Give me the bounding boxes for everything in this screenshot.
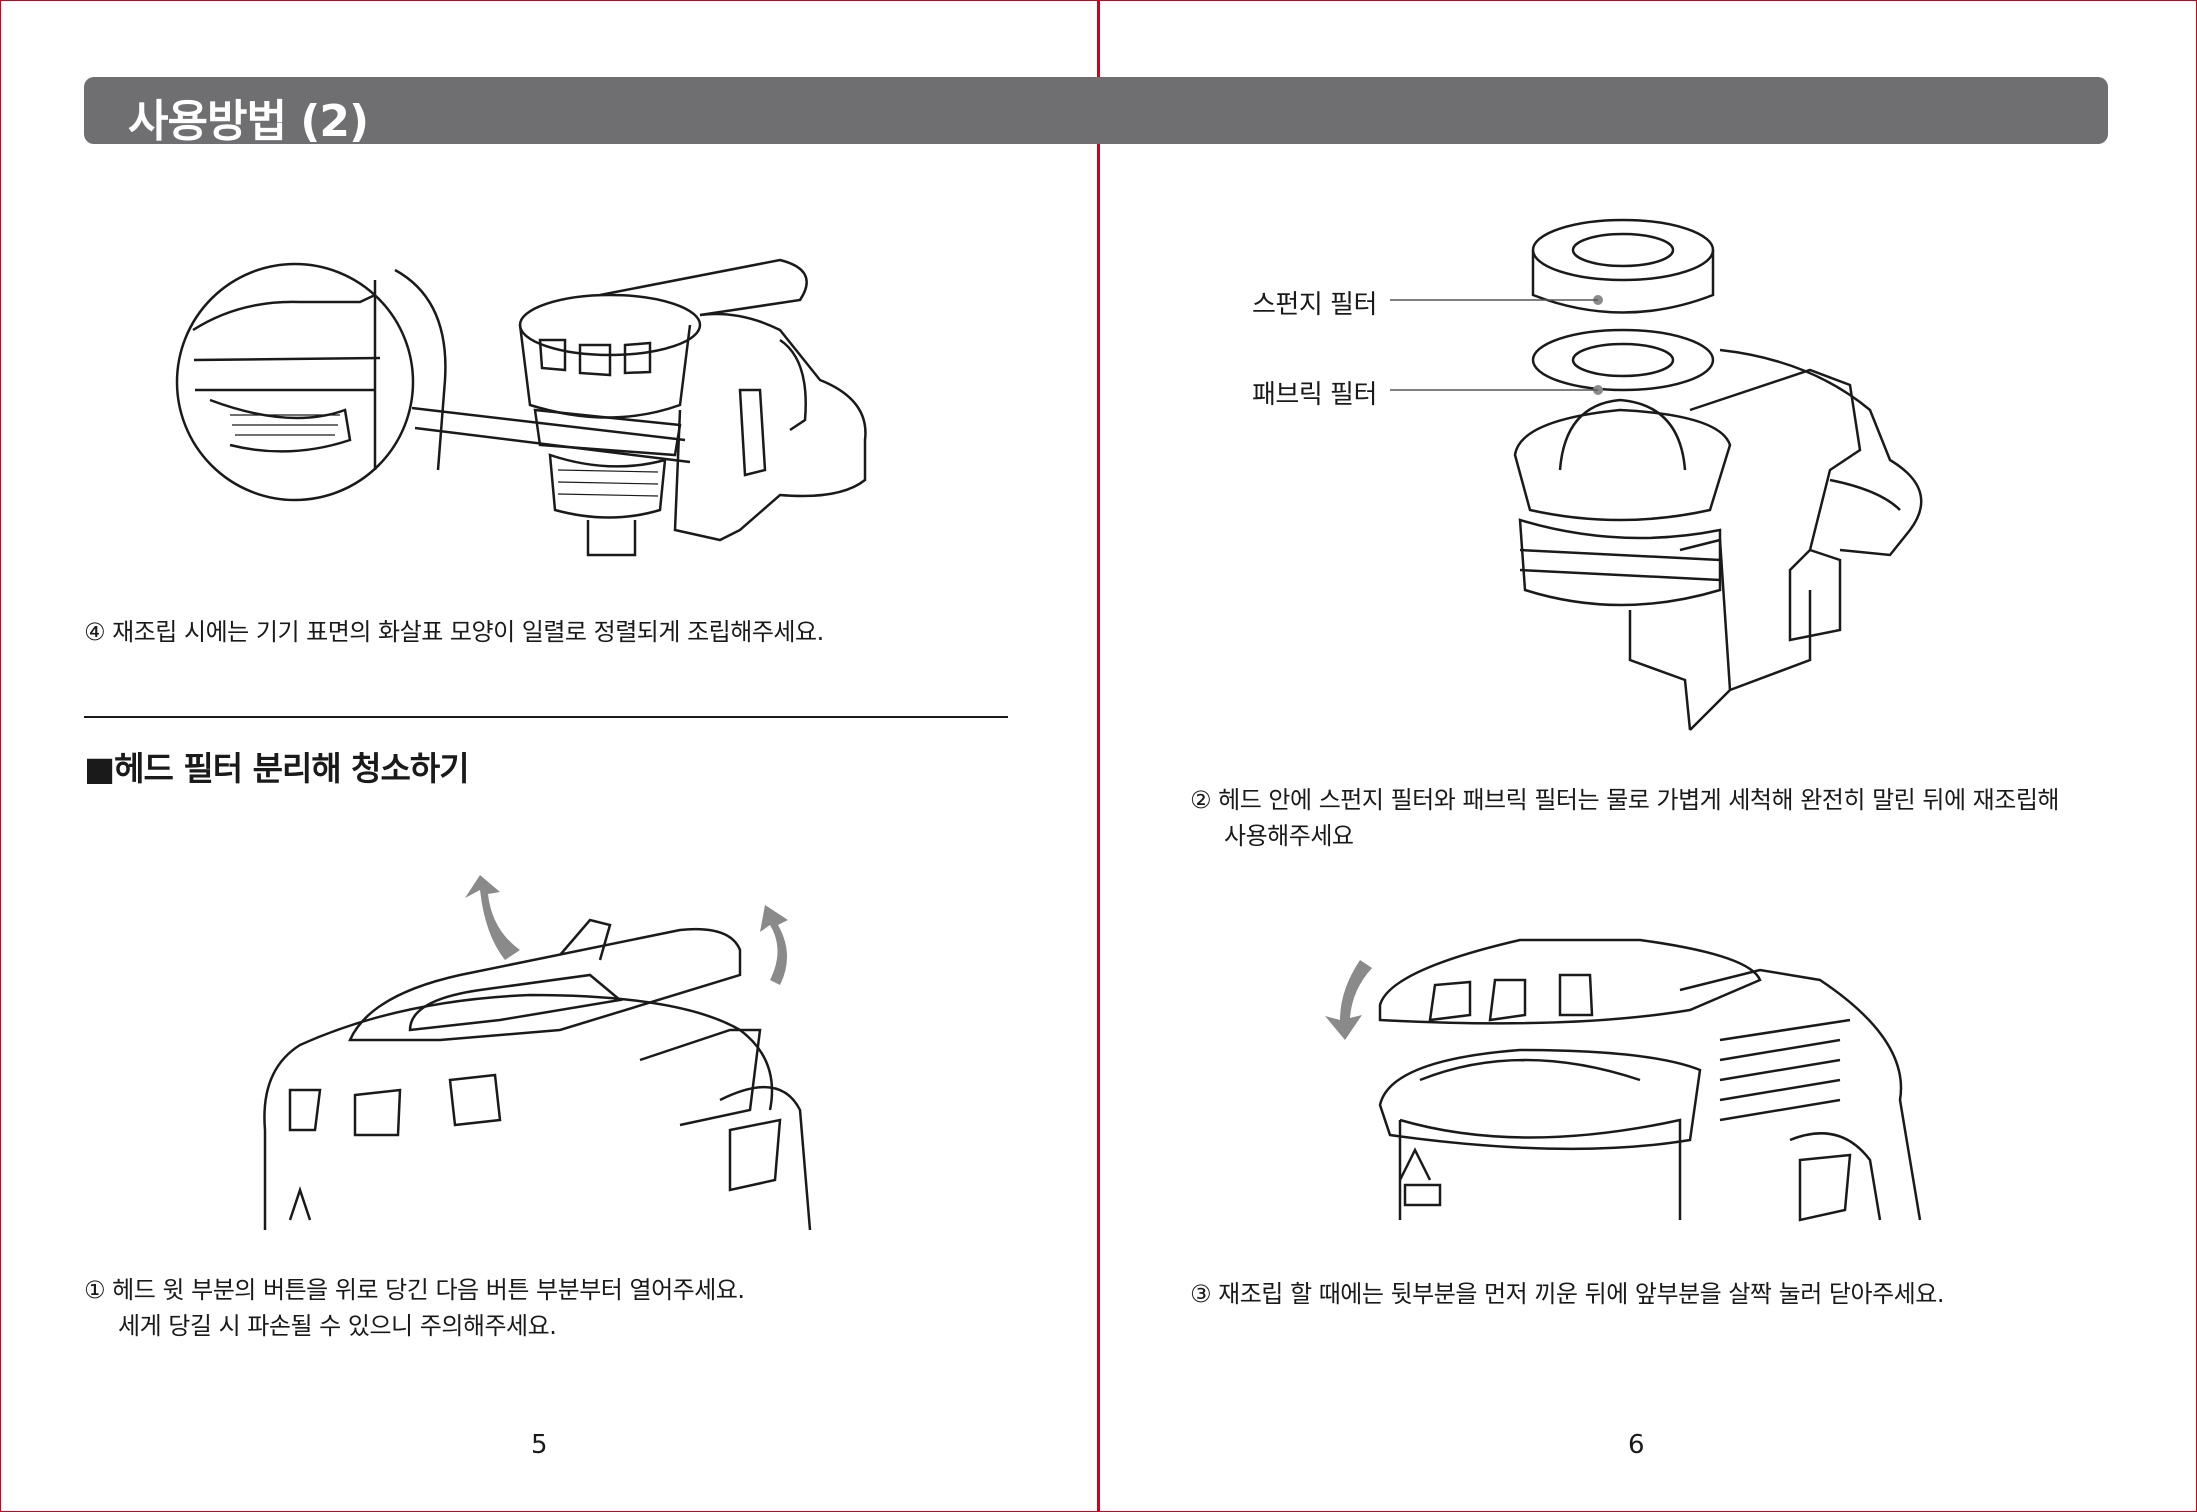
title-bar: 사용방법 (2): [84, 77, 2108, 147]
fabric-filter-label: 패브릭 필터: [1252, 380, 1377, 410]
step4-caption: ④ 재조립 시에는 기기 표면의 화살표 모양이 일렬로 정렬되게 조립해주세요…: [84, 618, 824, 646]
step2-caption: ② 헤드 안에 스펀지 필터와 패브릭 필터는 물로 가볍게 세척해 완전히 말…: [1190, 786, 2060, 850]
sponge-filter-label: 스펀지 필터: [1252, 290, 1377, 320]
page-title: 사용방법 (2): [128, 96, 369, 147]
section-divider: [84, 716, 1008, 718]
figure-alignment: [175, 258, 867, 557]
figure-open-head: [263, 875, 812, 1231]
step3-caption: ③ 재조립 할 때에는 뒷부분을 먼저 끼운 뒤에 앞부분을 살짝 눌러 닫아주…: [1190, 1280, 1944, 1308]
spread-divider: [1097, 0, 1100, 1512]
step1-caption: ① 헤드 윗 부분의 버튼을 위로 당긴 다음 버튼 부분부터 열어주세요. 세…: [84, 1276, 745, 1340]
page-number-right: 6: [1628, 1430, 1645, 1460]
page-number-left: 5: [531, 1430, 548, 1460]
figure-close-head: [1325, 938, 1922, 1222]
section-title: ■헤드 필터 분리해 청소하기: [84, 749, 470, 788]
figure-filters: [1390, 218, 1923, 731]
